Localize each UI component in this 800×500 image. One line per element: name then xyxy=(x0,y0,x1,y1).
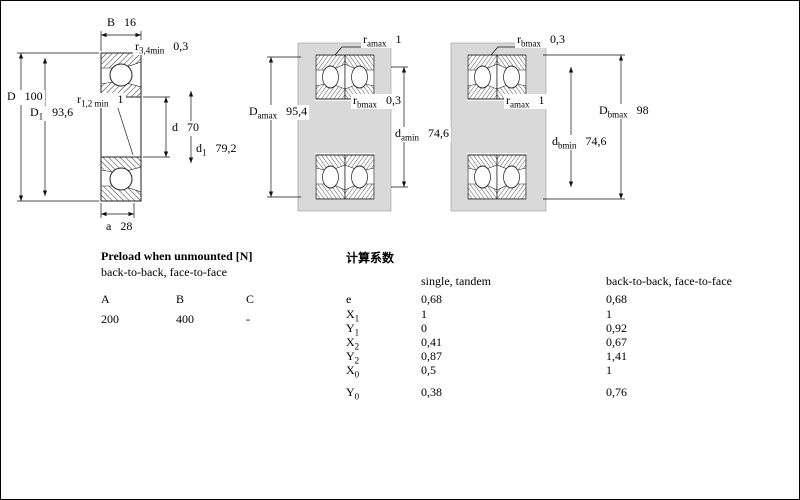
factors-col2-header: back-to-back, face-to-face xyxy=(606,274,732,288)
bearing-pair-mounted-a xyxy=(297,42,392,212)
preload-col-a: A xyxy=(101,292,110,306)
factors-title: 计算系数 xyxy=(346,251,395,265)
preload-title: Preload when unmounted [N] xyxy=(101,249,253,263)
preload-col-c: C xyxy=(246,292,255,306)
preload-col-b: B xyxy=(176,292,185,306)
preload-subtitle: back-to-back, face-to-face xyxy=(101,265,227,279)
preload-value-b: 400 xyxy=(176,312,194,326)
dimension-lines-pair-b xyxy=(490,46,625,200)
preload-value-c: - xyxy=(246,312,250,326)
preload-value-a: 200 xyxy=(101,312,119,326)
bearing-pair-mounted-b xyxy=(450,42,547,212)
preload-table: Preload when unmounted [N] back-to-back,… xyxy=(101,249,331,339)
bearing-cross-section xyxy=(100,52,142,202)
calculation-factors-table: 计算系数 single, tandem back-to-back, face-t… xyxy=(346,251,732,402)
bearing-drawings xyxy=(17,31,625,218)
factors-col1-header: single, tandem xyxy=(421,274,491,288)
